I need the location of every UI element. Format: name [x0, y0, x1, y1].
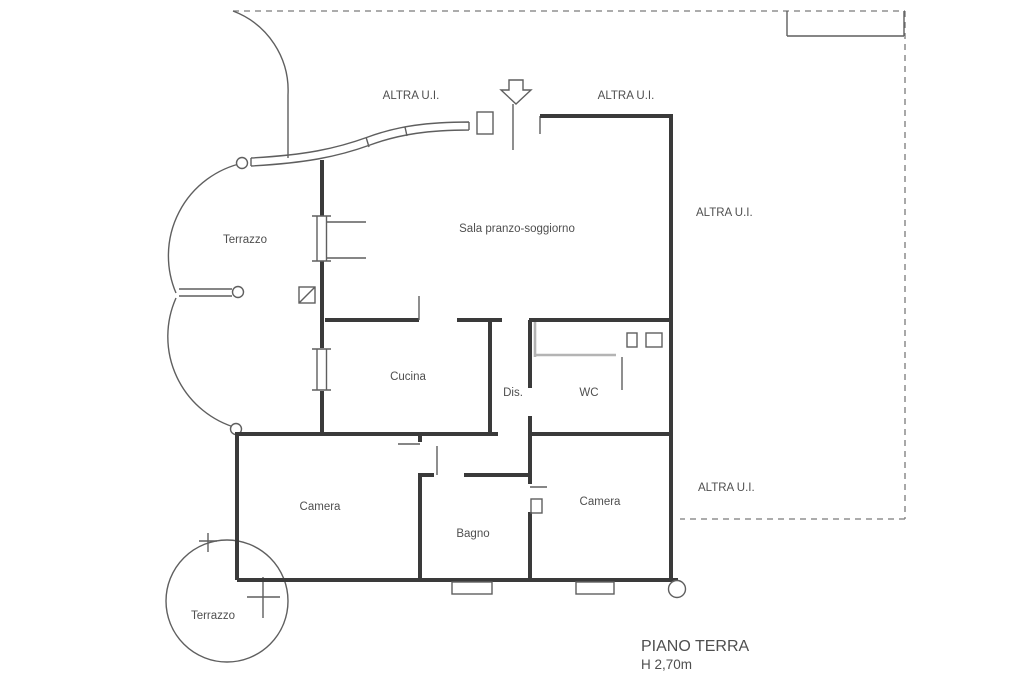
label-altra-ui-top-left: ALTRA U.I.	[383, 90, 440, 102]
room-label-sala: Sala pranzo-soggiorno	[459, 223, 575, 235]
corner-column	[667, 579, 687, 599]
ceiling-height: H 2,70m	[641, 657, 692, 672]
room-label-bagno: Bagno	[456, 528, 489, 540]
pilaster-diagonal	[298, 286, 316, 304]
room-label-terrazzo-upper: Terrazzo	[223, 234, 267, 246]
room-label-wc: WC	[579, 387, 598, 399]
wc-boiler	[645, 332, 663, 348]
railing-post-mid	[231, 285, 245, 299]
boundary-dashed-lines	[233, 10, 906, 520]
wc-sink	[626, 332, 638, 348]
window-lines	[312, 215, 366, 391]
curved-wall	[250, 79, 541, 167]
adjacent-unit-outline	[786, 11, 905, 37]
label-altra-ui-right-lower: ALTRA U.I.	[698, 482, 755, 494]
terrace-upper-shape	[167, 156, 316, 436]
curved-wall-lines	[250, 121, 470, 167]
entrance-door-frame	[476, 111, 494, 135]
window-sill-left	[451, 581, 493, 595]
label-altra-ui-right-upper: ALTRA U.I.	[696, 207, 753, 219]
railing-post-top	[235, 156, 249, 170]
wall-segments	[235, 114, 678, 582]
entrance-arrow-icon	[499, 79, 533, 105]
shower-outline	[533, 322, 616, 357]
walls	[235, 114, 678, 582]
window-sill-right	[575, 581, 615, 595]
room-label-cucina: Cucina	[390, 371, 426, 383]
room-label-camera-right: Camera	[580, 496, 622, 508]
interior-door-leaves	[398, 296, 547, 488]
terrace-lower-circle	[165, 539, 289, 663]
room-label-camera-left: Camera	[300, 501, 342, 513]
property-boundary	[232, 10, 906, 520]
room-label-dis: Dis.	[503, 387, 523, 399]
room-label-terrazzo-lower: Terrazzo	[191, 610, 235, 622]
terrace-lower-ticks	[199, 533, 280, 618]
door-notch	[530, 498, 543, 514]
labels: ALTRA U.I. ALTRA U.I. ALTRA U.I. ALTRA U…	[191, 90, 755, 672]
wc-fixtures	[533, 322, 663, 390]
pilaster-symbol	[298, 286, 316, 304]
label-altra-ui-top-right: ALTRA U.I.	[598, 90, 655, 102]
terrace-upper-arcs	[167, 162, 244, 429]
floor-title: PIANO TERRA	[641, 638, 750, 655]
terrace-lower-shape	[165, 533, 289, 663]
entry-arc	[232, 10, 289, 158]
windows-doors	[312, 215, 687, 599]
entrance-door-leaf	[512, 104, 541, 150]
